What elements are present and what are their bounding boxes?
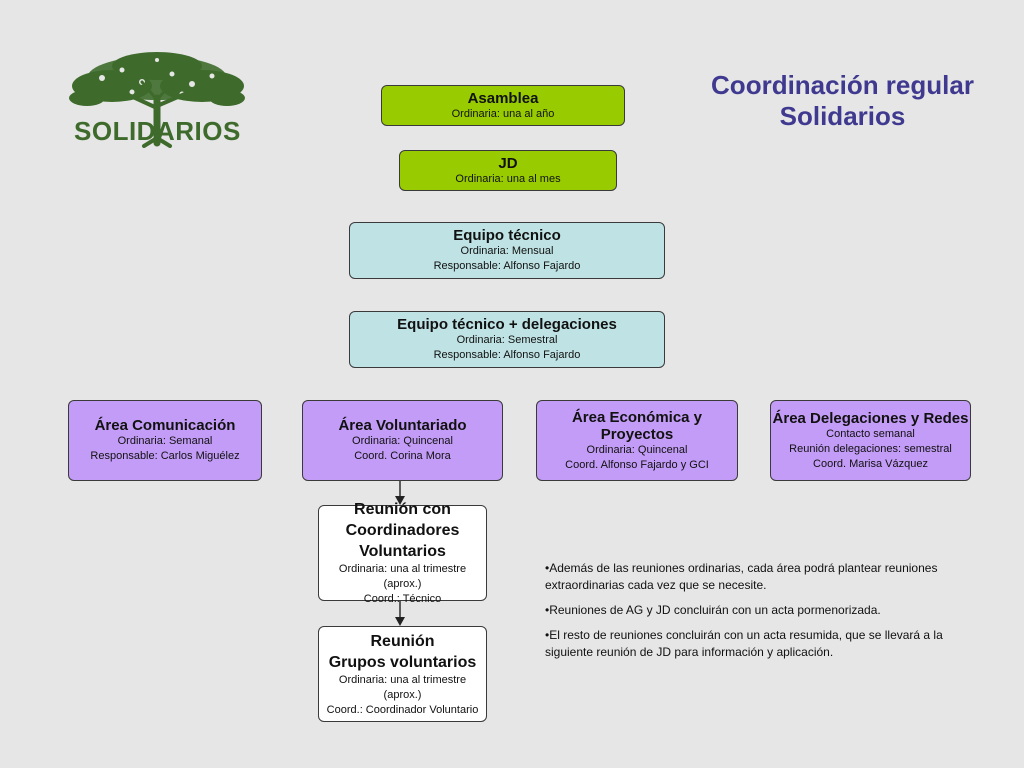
note-item: •Reuniones de AG y JD concluirán con un … — [545, 603, 881, 617]
reunion-coord-title2: Coordinadores — [345, 522, 460, 539]
equipo-delegaciones-box: Equipo técnico + delegaciones Ordinaria:… — [349, 311, 665, 368]
jd-line1: Ordinaria: una al mes — [455, 172, 561, 185]
tree-logo-icon — [69, 52, 245, 148]
equipo-deleg-line1: Ordinaria: Semestral — [456, 334, 558, 346]
area-eco-line1: Ordinaria: Quincenal — [586, 443, 688, 456]
logo-text: SOLIDARIOS — [74, 116, 241, 146]
page-title-line2: Solidarios — [779, 101, 906, 131]
note-item: •Además de las reuniones ordinarias, cad… — [545, 561, 938, 592]
area-vol-line1: Ordinaria: Quincenal — [352, 435, 453, 447]
area-vol-line2: Coord. Corina Mora — [354, 450, 451, 462]
area-comunicacion-box: Área Comunicación Ordinaria: Semanal Res… — [68, 400, 262, 481]
area-delegaciones-box: Área Delegaciones y Redes Contacto seman… — [770, 400, 971, 481]
reunion-coordinadores-box: Reunión con Coordinadores Voluntarios Or… — [318, 501, 487, 605]
arrow-vol-to-coord — [395, 480, 405, 505]
arrow-coord-to-grupos — [395, 601, 405, 626]
reunion-coord-title3: Voluntarios — [359, 543, 446, 560]
jd-box: JD Ordinaria: una al mes — [399, 150, 617, 191]
page-title: Coordinación regular Solidarios — [700, 70, 985, 132]
area-economica-box: Área Económica y Proyectos Ordinaria: Qu… — [536, 400, 738, 481]
area-vol-title: Área Voluntariado — [338, 417, 467, 434]
reunion-coord-line1: Ordinaria: una al trimestre (aprox.) — [338, 563, 467, 590]
notes-list: •Además de las reuniones ordinarias, cad… — [545, 560, 985, 669]
equipo-line2: Responsable: Alfonso Fajardo — [433, 260, 581, 272]
reunion-grupos-title1: Reunión — [370, 632, 435, 650]
reunion-coord-title1: Reunión con — [354, 501, 451, 518]
area-del-title: Área Delegaciones y Redes — [772, 409, 969, 427]
note-item: •El resto de reuniones concluirán con un… — [545, 628, 943, 659]
asamblea-box: Asamblea Ordinaria: una al año — [381, 85, 625, 126]
reunion-grupos-line2: Coord.: Coordinador Voluntario — [326, 703, 479, 716]
area-com-line2: Responsable: Carlos Miguélez — [90, 450, 240, 462]
area-com-title: Área Comunicación — [94, 417, 236, 434]
equipo-deleg-title: Equipo técnico + delegaciones — [397, 316, 617, 333]
area-com-line1: Ordinaria: Semanal — [117, 435, 213, 447]
equipo-tecnico-box: Equipo técnico Ordinaria: Mensual Respon… — [349, 222, 665, 279]
reunion-grupos-box: Reunión Grupos voluntarios Ordinaria: un… — [318, 626, 487, 722]
asamblea-line1: Ordinaria: una al año — [451, 107, 555, 120]
asamblea-title: Asamblea — [467, 89, 539, 107]
equipo-title: Equipo técnico — [453, 227, 561, 244]
area-del-line2: Reunión delegaciones: semestral — [789, 442, 952, 455]
reunion-coord-line2: Coord.: Técnico — [363, 593, 442, 605]
equipo-deleg-line2: Responsable: Alfonso Fajardo — [433, 349, 581, 361]
area-del-line3: Coord. Marisa Vázquez — [813, 457, 928, 470]
page-title-line1: Coordinación regular — [711, 70, 974, 100]
jd-title: JD — [498, 154, 518, 172]
area-del-line1: Contacto semanal — [826, 427, 915, 440]
area-voluntariado-box: Área Voluntariado Ordinaria: Quincenal C… — [302, 400, 503, 481]
area-eco-line2: Coord. Alfonso Fajardo y GCI — [565, 458, 709, 471]
area-eco-title: Área Económica y Proyectos — [571, 408, 703, 443]
equipo-line1: Ordinaria: Mensual — [460, 245, 554, 257]
reunion-grupos-line1: Ordinaria: una al trimestre (aprox.) — [338, 673, 467, 701]
reunion-grupos-title2: Grupos voluntarios — [328, 653, 477, 671]
